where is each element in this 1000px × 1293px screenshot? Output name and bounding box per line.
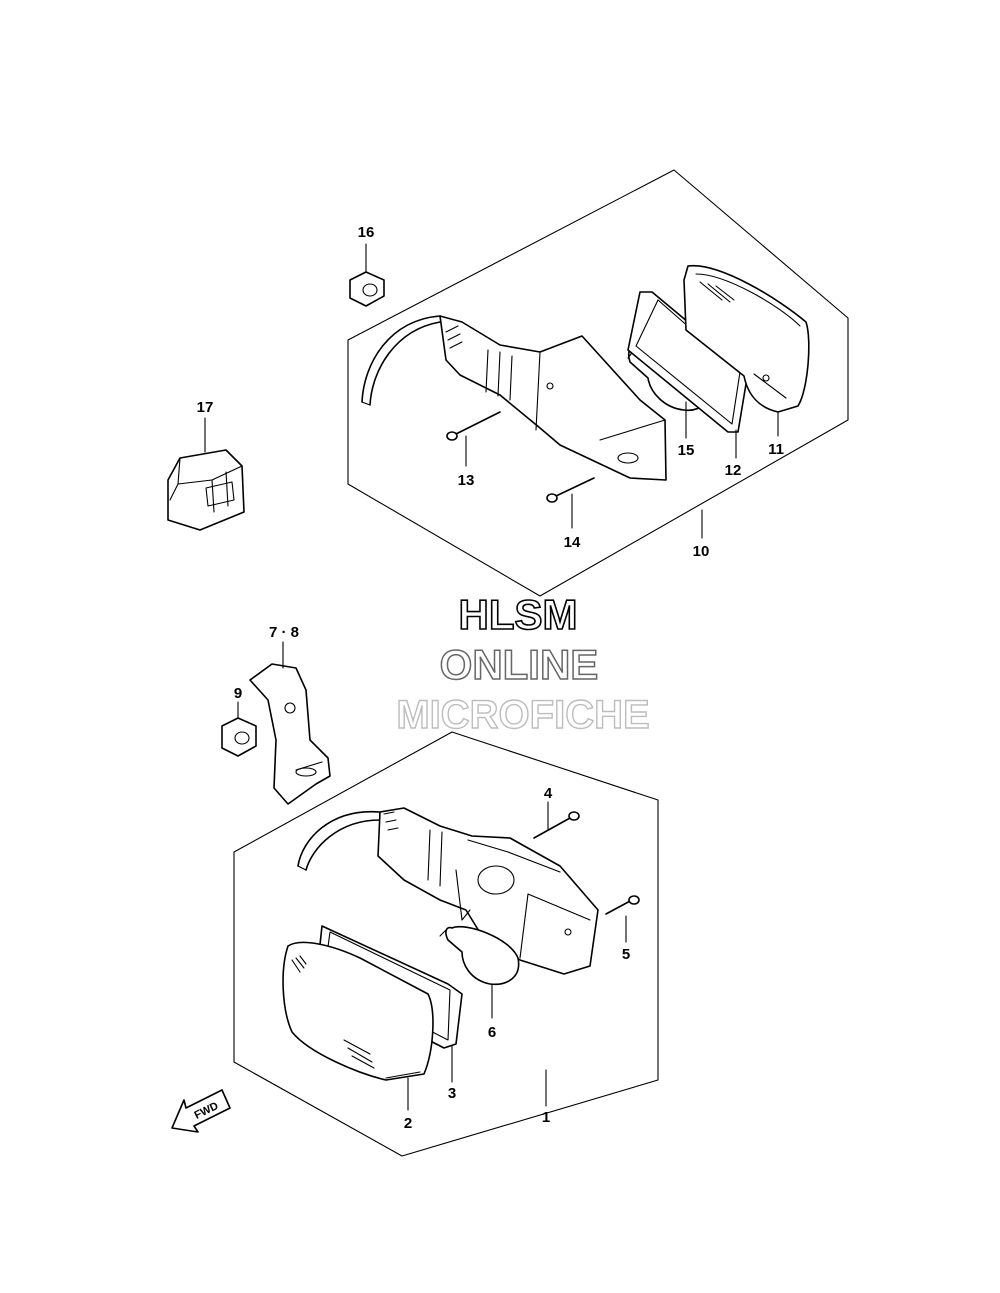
watermark-line-3: MICROFICHE — [396, 693, 649, 737]
callout-9: 9 — [234, 685, 242, 702]
watermark-line-1: HLSM — [459, 591, 578, 638]
lamp-housing-upper — [439, 315, 667, 481]
callout-6: 6 — [488, 1024, 496, 1041]
lens-upper — [683, 265, 810, 413]
watermark-line-2: ONLINE — [440, 641, 599, 688]
relay-17 — [167, 449, 245, 531]
bracket-7-8 — [249, 663, 331, 805]
lens-lower — [282, 941, 434, 1081]
assembly-boundary-lower — [233, 731, 659, 1157]
wire-lower — [297, 810, 381, 867]
nut-16 — [349, 271, 385, 307]
callout-2: 2 — [404, 1115, 412, 1132]
wire-upper — [369, 321, 441, 406]
assembly-boundary-upper — [347, 169, 849, 597]
callout-1: 1 — [542, 1109, 550, 1126]
leader-lines — [204, 243, 779, 1111]
fwd-arrow-icon: FWD — [171, 1089, 231, 1133]
callout-7-8: 7 · 8 — [269, 624, 299, 641]
callout-15: 15 — [678, 442, 695, 459]
callout-13: 13 — [458, 472, 475, 489]
screw-5 — [605, 895, 640, 915]
callout-labels: 16 17 13 14 15 12 11 10 7 · 8 9 4 5 6 3 … — [197, 224, 784, 1132]
callout-12: 12 — [725, 462, 742, 479]
callout-5: 5 — [622, 946, 630, 963]
watermark: HLSM ONLINE MICROFICHE — [396, 590, 651, 738]
callout-17: 17 — [197, 399, 214, 416]
callout-16: 16 — [358, 224, 375, 241]
turn-signal-assembly-rear — [347, 169, 849, 597]
bulb-lower — [439, 926, 520, 986]
callout-3: 3 — [448, 1085, 456, 1102]
screw-13 — [446, 411, 501, 441]
screw-4 — [533, 811, 580, 839]
turn-signal-assembly-front — [233, 731, 659, 1157]
nut-9 — [221, 717, 257, 757]
callout-10: 10 — [693, 543, 710, 560]
callout-11: 11 — [768, 441, 784, 458]
lamp-housing-lower — [377, 807, 599, 975]
callout-4: 4 — [544, 785, 553, 802]
screw-14 — [546, 477, 595, 503]
callout-14: 14 — [564, 534, 581, 551]
